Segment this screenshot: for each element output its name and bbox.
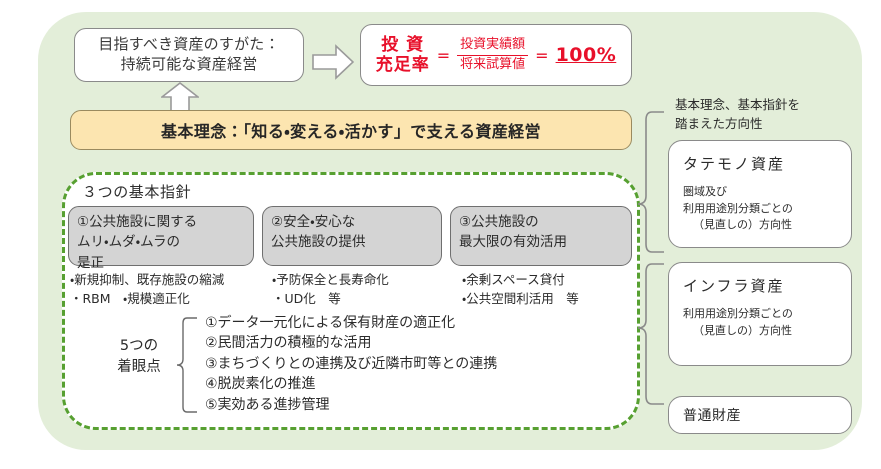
bullet-2-line-2: ・UD化 等 [272,291,341,307]
policy-box-2: ②安全・安心な 公共施設の提供 [262,206,442,266]
guidelines-zone-title: ３つの基本指針 [82,183,192,201]
asset-box-futsuzaisan: 普通財産 [668,396,852,434]
five-point-item-1: ①データ一元化による保有財産の適正化 [205,315,456,331]
goal-line-1: 目指すべき資産のすがた： [98,35,280,54]
arrow-right-icon [312,44,355,80]
policy-box-1: ①公共施設に関する ムリ・ムダ・ムラの 是正 [68,206,254,271]
policy-1-line-3: 是正 [77,254,104,271]
five-points-list: ①データ一元化による保有財産の適正化 ②民間活力の積極的な活用 ③まちづくりとの… [205,313,497,415]
five-point-item-2: ②民間活力の積極的な活用 [205,335,372,352]
asset-2-title: インフラ資産 [683,277,785,295]
formula-result: 100% [555,44,617,66]
bullet-group-2: ・予防保全と長寿命化 ・UD化 等 [272,270,389,309]
policy-2-line-2: 公共施設の提供 [271,234,366,251]
philosophy-banner: 基本理念：「知る・変える・活かす」で支える資産経営 [70,110,632,150]
five-points-brace-icon [175,316,199,414]
policy-1-line-1: ①公共施設に関する [77,214,198,230]
asset-2-subtext: 利用用途別分類ごとの （見直しの）方向性 [683,306,839,339]
formula-fraction: 投資実績額 将来試算値 [457,37,529,73]
bullet-group-1: ・新規抑制、既存施設の縮減 ・RBM ・規模適正化 [70,270,224,309]
bullet-3-line-1: ・余剰スペース貸付 [462,272,565,287]
right-column-heading: 基本理念、基本指針を 踏まえた方向性 [675,96,800,133]
formula-numerator: 投資実績額 [460,37,526,53]
bullet-2-line-1: ・予防保全と長寿命化 [272,272,389,287]
arrow-up-icon [159,81,201,112]
formula-label: 投 資 充足率 [376,35,430,75]
policy-3-line-1: ③公共施設の [459,214,539,230]
right-brace-icon [634,108,668,408]
policy-3-line-2: 最大限の有効活用 [459,234,567,251]
asset-2-sub-line-2: （見直しの）方向性 [693,323,792,337]
right-heading-line-1: 基本理念、基本指針を [675,97,801,112]
bullet-1-line-2: ・RBM ・規模適正化 [70,291,190,307]
asset-box-infra: インフラ資産 利用用途別分類ごとの （見直しの）方向性 [668,262,852,366]
five-points-label-line-2: 着眼点 [117,359,161,376]
investment-ratio-box: 投 資 充足率 = 投資実績額 将来試算値 = 100% [360,24,632,86]
bullet-1-line-1: ・新規抑制、既存施設の縮減 [70,272,225,287]
right-heading-line-2: 踏まえた方向性 [675,115,763,131]
five-point-item-3: ③まちづくりとの連携及び近隣市町等との連携 [205,355,498,372]
five-points-label: 5つの 着眼点 [108,336,170,378]
bullet-3-line-2: ・公共空間利活用 等 [462,291,579,307]
asset-1-sub-line-1: 圏域及び [683,185,727,198]
five-point-item-4: ④脱炭素化の推進 [205,376,316,393]
policy-2-line-1: ②安全・安心な [271,214,356,230]
formula-label-line-2: 充足率 [375,55,430,75]
asset-3-title: 普通財産 [683,408,741,424]
goal-box: 目指すべき資産のすがた： 持続可能な資産経営 [74,28,304,82]
five-point-item-5: ⑤実効ある進捗管理 [205,396,330,413]
asset-box-tatemono: タテモノ資産 圏域及び 利用用途別分類ごとの （見直しの）方向性 [668,140,852,248]
asset-2-sub-line-1: 利用用途別分類ごとの [683,307,793,320]
five-points-label-line-1: 5つの [119,338,159,354]
bullet-group-3: ・余剰スペース貸付 ・公共空間利活用 等 [462,270,579,309]
formula-equals-1: = [436,45,451,65]
policy-1-line-2: ムリ・ムダ・ムラの [77,234,181,251]
asset-1-subtext: 圏域及び 利用用途別分類ごとの （見直しの）方向性 [683,184,839,234]
formula-denominator: 将来試算値 [457,54,529,73]
asset-1-title: タテモノ資産 [683,155,786,173]
asset-1-sub-line-2: 利用用途別分類ごとの [683,201,793,215]
formula-equals-2: = [535,45,549,65]
goal-line-2: 持続可能な資産経営 [120,55,258,73]
formula-label-line-1: 投 資 [381,34,425,55]
asset-1-sub-line-3: （見直しの）方向性 [693,218,792,231]
policy-box-3: ③公共施設の 最大限の有効活用 [450,206,632,266]
